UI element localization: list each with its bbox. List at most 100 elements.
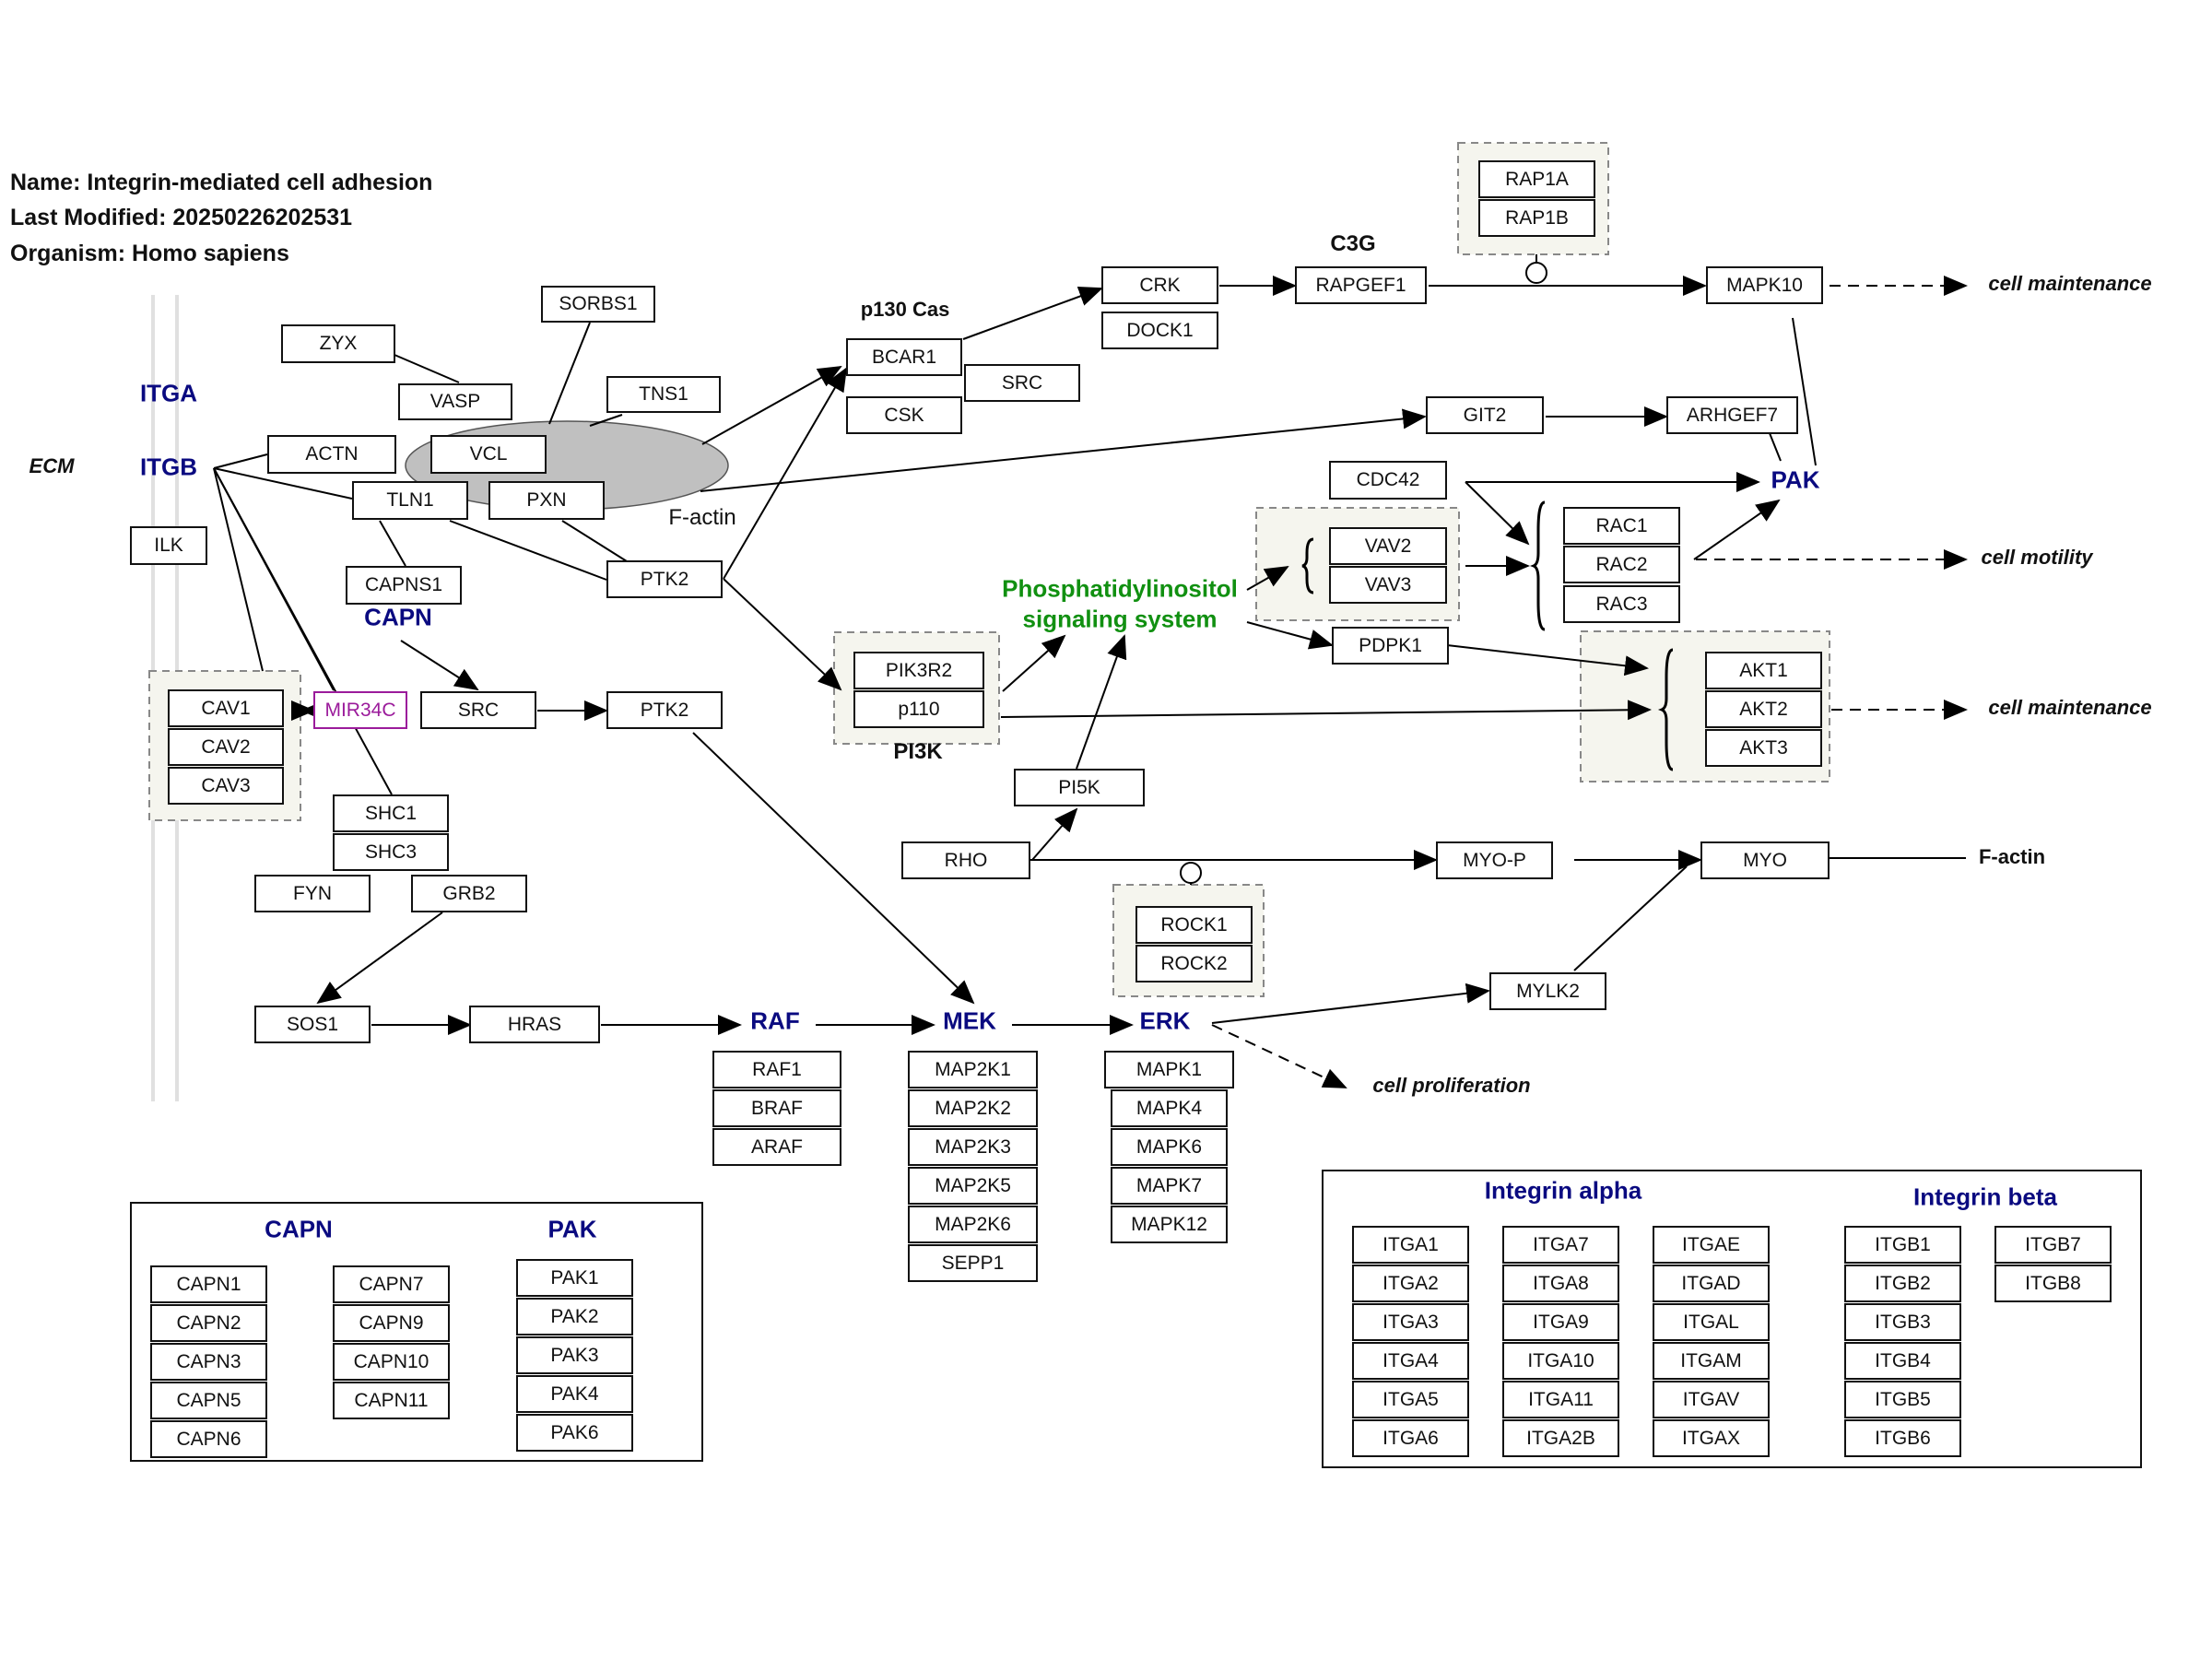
gene-cav2[interactable]: CAV2 xyxy=(168,728,284,766)
gene-pik3r2[interactable]: PIK3R2 xyxy=(853,652,984,689)
gene-itga2b[interactable]: ITGA2B xyxy=(1502,1419,1619,1457)
gene-akt1[interactable]: AKT1 xyxy=(1705,652,1822,689)
gene-itga6[interactable]: ITGA6 xyxy=(1352,1419,1469,1457)
gene-myo-p[interactable]: MYO-P xyxy=(1436,841,1553,879)
gene-mapk4[interactable]: MAPK4 xyxy=(1111,1089,1228,1127)
gene-capn6[interactable]: CAPN6 xyxy=(150,1420,267,1458)
gene-mir34c[interactable]: MIR34C xyxy=(313,691,407,729)
gene-itgad[interactable]: ITGAD xyxy=(1653,1265,1770,1302)
gene-p110[interactable]: p110 xyxy=(853,690,984,728)
gene-sos1[interactable]: SOS1 xyxy=(254,1006,371,1043)
gene-map2k5[interactable]: MAP2K5 xyxy=(908,1167,1038,1205)
gene-mapk12[interactable]: MAPK12 xyxy=(1111,1206,1228,1243)
gene-src[interactable]: SRC xyxy=(964,364,1080,402)
gene-cav1[interactable]: CAV1 xyxy=(168,689,284,727)
gene-itga10[interactable]: ITGA10 xyxy=(1502,1342,1619,1380)
gene-itgam[interactable]: ITGAM xyxy=(1653,1342,1770,1380)
gene-vav3[interactable]: VAV3 xyxy=(1329,566,1447,604)
gene-itgal[interactable]: ITGAL xyxy=(1653,1303,1770,1341)
gene-cdc42[interactable]: CDC42 xyxy=(1329,461,1447,500)
gene-mapk1[interactable]: MAPK1 xyxy=(1104,1051,1234,1088)
gene-map2k1[interactable]: MAP2K1 xyxy=(908,1051,1038,1088)
gene-capn9[interactable]: CAPN9 xyxy=(333,1304,450,1342)
gene-itga5[interactable]: ITGA5 xyxy=(1352,1381,1469,1418)
gene-pak1[interactable]: PAK1 xyxy=(516,1259,633,1297)
gene-sorbs1[interactable]: SORBS1 xyxy=(541,286,655,323)
gene-akt3[interactable]: AKT3 xyxy=(1705,729,1822,767)
gene-itga7[interactable]: ITGA7 xyxy=(1502,1226,1619,1264)
gene-braf[interactable]: BRAF xyxy=(712,1089,841,1127)
gene-rapgef1[interactable]: RAPGEF1 xyxy=(1295,266,1427,304)
gene-akt2[interactable]: AKT2 xyxy=(1705,690,1822,728)
gene-pxn[interactable]: PXN xyxy=(488,481,605,520)
gene-pak2[interactable]: PAK2 xyxy=(516,1298,633,1335)
gene-capn1[interactable]: CAPN1 xyxy=(150,1265,267,1303)
gene-ilk[interactable]: ILK xyxy=(130,526,207,565)
gene-itga2[interactable]: ITGA2 xyxy=(1352,1265,1469,1302)
gene-itgb3[interactable]: ITGB3 xyxy=(1844,1303,1961,1341)
gene-git2[interactable]: GIT2 xyxy=(1426,396,1544,434)
gene-vasp[interactable]: VASP xyxy=(398,383,512,420)
gene-shc1[interactable]: SHC1 xyxy=(333,794,449,832)
gene-arhgef7[interactable]: ARHGEF7 xyxy=(1666,396,1798,434)
gene-rap1b[interactable]: RAP1B xyxy=(1478,199,1595,237)
gene-zyx[interactable]: ZYX xyxy=(281,324,395,363)
gene-itgb5[interactable]: ITGB5 xyxy=(1844,1381,1961,1418)
gene-actn[interactable]: ACTN xyxy=(267,435,396,474)
gene-capn3[interactable]: CAPN3 xyxy=(150,1343,267,1381)
gene-ptk2[interactable]: PTK2 xyxy=(606,560,723,598)
gene-tln1[interactable]: TLN1 xyxy=(352,481,468,520)
gene-itgb6[interactable]: ITGB6 xyxy=(1844,1419,1961,1457)
gene-rac1[interactable]: RAC1 xyxy=(1563,507,1680,545)
gene-rap1a[interactable]: RAP1A xyxy=(1478,160,1595,198)
gene-itga9[interactable]: ITGA9 xyxy=(1502,1303,1619,1341)
gene-pdpk1[interactable]: PDPK1 xyxy=(1332,627,1449,665)
gene-mylk2[interactable]: MYLK2 xyxy=(1489,972,1606,1010)
gene-map2k2[interactable]: MAP2K2 xyxy=(908,1089,1038,1127)
gene-itga11[interactable]: ITGA11 xyxy=(1502,1381,1619,1418)
gene-mapk7[interactable]: MAPK7 xyxy=(1111,1167,1228,1205)
gene-bcar1[interactable]: BCAR1 xyxy=(846,338,962,376)
gene-shc3[interactable]: SHC3 xyxy=(333,833,449,871)
gene-itga8[interactable]: ITGA8 xyxy=(1502,1265,1619,1302)
gene-cav3[interactable]: CAV3 xyxy=(168,767,284,805)
gene-capn5[interactable]: CAPN5 xyxy=(150,1382,267,1419)
gene-rock1[interactable]: ROCK1 xyxy=(1135,906,1253,944)
gene-mapk6[interactable]: MAPK6 xyxy=(1111,1128,1228,1166)
gene-itgav[interactable]: ITGAV xyxy=(1653,1381,1770,1418)
gene-myo[interactable]: MYO xyxy=(1700,841,1830,879)
gene-capns1[interactable]: CAPNS1 xyxy=(346,566,462,605)
gene-fyn[interactable]: FYN xyxy=(254,875,371,912)
gene-capn2[interactable]: CAPN2 xyxy=(150,1304,267,1342)
gene-map2k3[interactable]: MAP2K3 xyxy=(908,1128,1038,1166)
gene-pi5k[interactable]: PI5K xyxy=(1014,769,1145,806)
gene-tns1[interactable]: TNS1 xyxy=(606,376,721,413)
gene-map2k6[interactable]: MAP2K6 xyxy=(908,1206,1038,1243)
gene-itgb1[interactable]: ITGB1 xyxy=(1844,1226,1961,1264)
gene-capn7[interactable]: CAPN7 xyxy=(333,1265,450,1303)
gene-src[interactable]: SRC xyxy=(420,691,536,729)
gene-itga4[interactable]: ITGA4 xyxy=(1352,1342,1469,1380)
gene-dock1[interactable]: DOCK1 xyxy=(1101,312,1218,349)
gene-pak4[interactable]: PAK4 xyxy=(516,1375,633,1413)
gene-itga1[interactable]: ITGA1 xyxy=(1352,1226,1469,1264)
gene-itgae[interactable]: ITGAE xyxy=(1653,1226,1770,1264)
gene-csk[interactable]: CSK xyxy=(846,396,962,434)
gene-crk[interactable]: CRK xyxy=(1101,266,1218,304)
gene-hras[interactable]: HRAS xyxy=(469,1006,600,1043)
gene-pak3[interactable]: PAK3 xyxy=(516,1336,633,1374)
gene-itgb7[interactable]: ITGB7 xyxy=(1994,1226,2112,1264)
gene-sepp1[interactable]: SEPP1 xyxy=(908,1244,1038,1282)
gene-rac2[interactable]: RAC2 xyxy=(1563,546,1680,583)
gene-itgb2[interactable]: ITGB2 xyxy=(1844,1265,1961,1302)
gene-itgb4[interactable]: ITGB4 xyxy=(1844,1342,1961,1380)
gene-pak6[interactable]: PAK6 xyxy=(516,1414,633,1452)
gene-itgax[interactable]: ITGAX xyxy=(1653,1419,1770,1457)
gene-ptk2[interactable]: PTK2 xyxy=(606,691,723,729)
gene-vav2[interactable]: VAV2 xyxy=(1329,527,1447,565)
gene-itga3[interactable]: ITGA3 xyxy=(1352,1303,1469,1341)
gene-raf1[interactable]: RAF1 xyxy=(712,1051,841,1088)
gene-rac3[interactable]: RAC3 xyxy=(1563,585,1680,623)
gene-itgb8[interactable]: ITGB8 xyxy=(1994,1265,2112,1302)
gene-vcl[interactable]: VCL xyxy=(430,435,547,474)
